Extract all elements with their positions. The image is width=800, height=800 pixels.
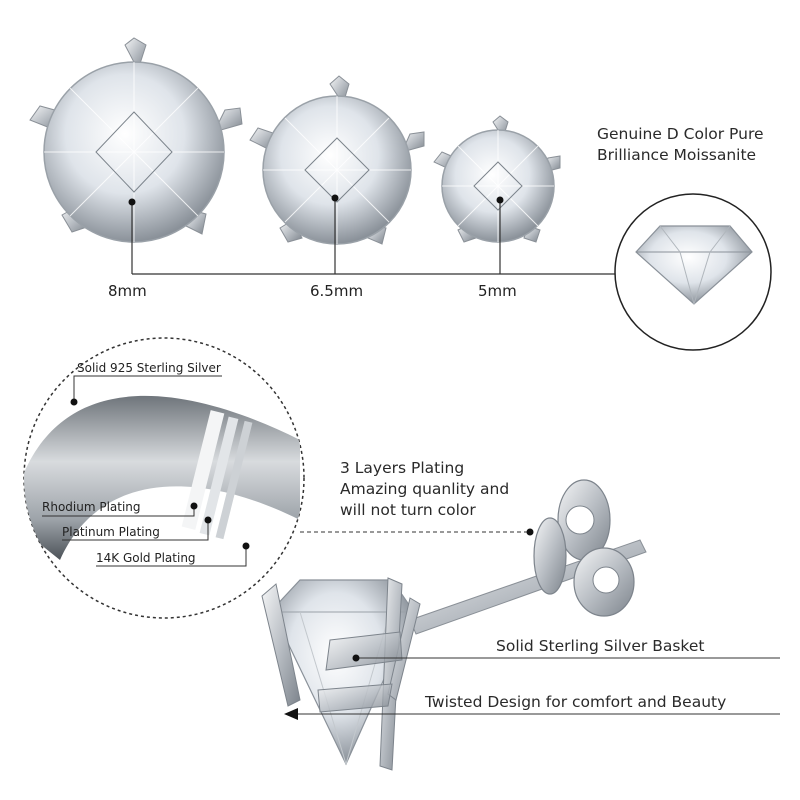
moissanite-line-2: Brilliance Moissanite	[597, 146, 757, 164]
size-label-5mm: 5mm	[478, 282, 517, 300]
label-solid-silver: Solid 925 Sterling Silver	[77, 361, 221, 375]
label-gold: 14K Gold Plating	[96, 551, 196, 565]
arrow-twisted	[284, 708, 298, 720]
size-dot-5mm	[496, 196, 504, 204]
size-dot-6-5mm	[331, 194, 339, 202]
plating-line-1: 3 Layers Plating	[340, 459, 465, 477]
plating-caption: 3 Layers Plating Amazing quanlity and wi…	[340, 458, 560, 521]
stud-8mm	[29, 37, 243, 243]
dot-rhodium	[190, 502, 198, 510]
stud-6-5mm	[249, 75, 425, 245]
dot-basket	[352, 654, 360, 662]
plating-cross-section	[23, 337, 305, 619]
moissanite-caption: Genuine D Color Pure Brilliance Moissani…	[597, 124, 797, 166]
label-rhodium: Rhodium Plating	[42, 500, 141, 514]
size-indicator-lines	[131, 198, 615, 275]
plating-line-2: Amazing quanlity and	[340, 480, 510, 498]
size-dot-8mm	[128, 198, 136, 206]
stud-5mm	[433, 115, 561, 243]
moissanite-line-1: Genuine D Color Pure	[597, 125, 764, 143]
plating-line-3: will not turn color	[340, 501, 476, 519]
label-twisted: Twisted Design for comfort and Beauty	[425, 693, 727, 711]
moissanite-loupe	[614, 193, 772, 351]
size-label-6-5mm: 6.5mm	[310, 282, 364, 300]
dot-plating	[526, 528, 534, 536]
dot-platinum	[204, 516, 212, 524]
dot-solid-silver	[70, 398, 78, 406]
dot-gold	[242, 542, 250, 550]
stud-side-view	[261, 479, 647, 771]
label-basket: Solid Sterling Silver Basket	[496, 637, 705, 655]
size-label-8mm: 8mm	[108, 282, 147, 300]
label-platinum: Platinum Plating	[62, 525, 160, 539]
